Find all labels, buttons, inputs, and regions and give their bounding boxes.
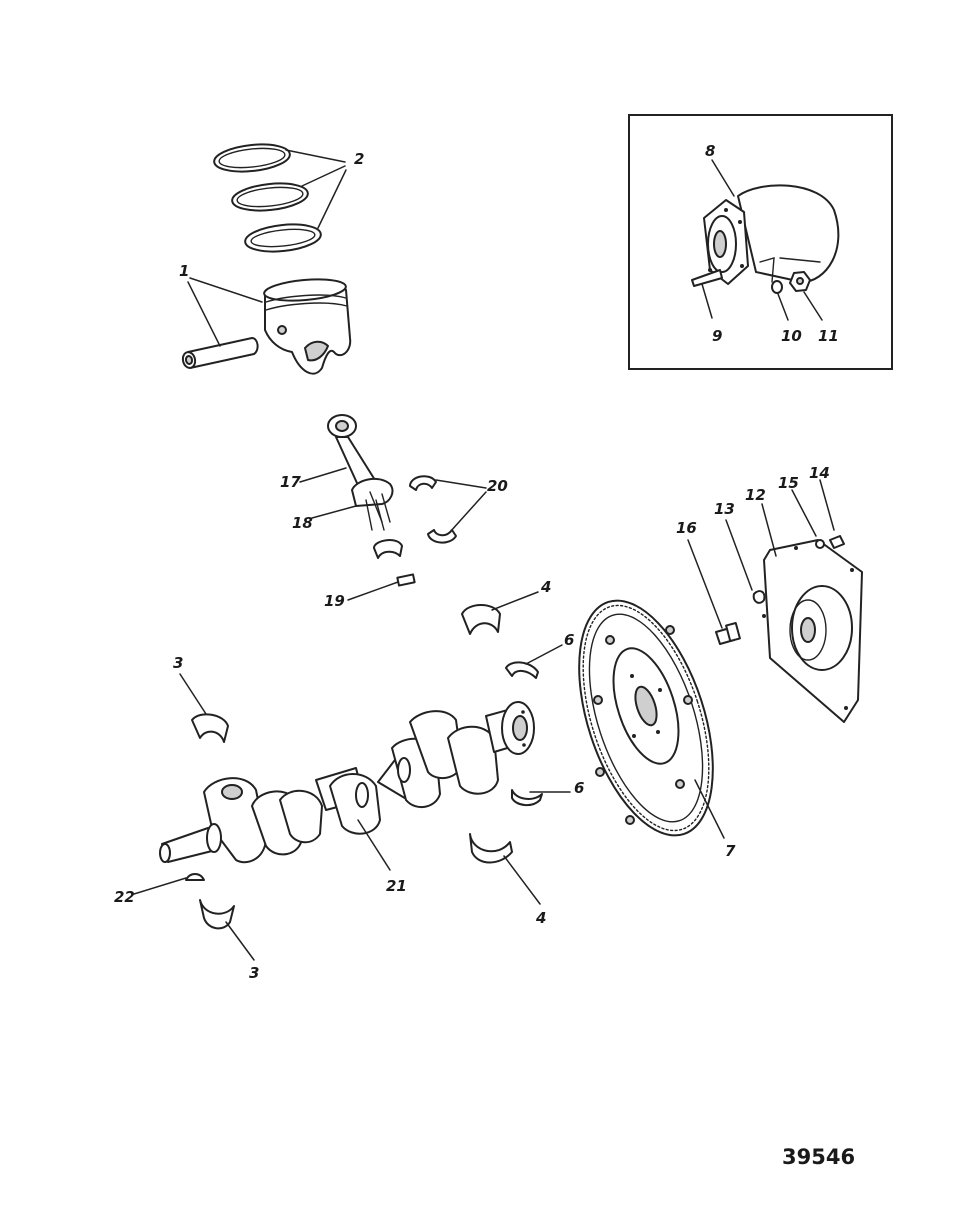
piston-assembly	[181, 278, 352, 375]
drive-plate-fasteners	[815, 535, 845, 549]
main-bearings	[191, 604, 543, 930]
piston-ring-bottom	[244, 223, 322, 253]
flywheel-bolt	[715, 621, 741, 645]
callout-20: 20	[487, 477, 508, 495]
piston-ring-middle	[231, 182, 309, 212]
callout-3-top: 3	[173, 654, 183, 672]
piston-ring-top	[213, 143, 291, 173]
main-bearing-upper-left	[191, 713, 229, 743]
drive-plate-spacer	[752, 590, 766, 604]
callout-2: 2	[354, 150, 364, 168]
callout-1: 1	[179, 262, 189, 280]
callout-12: 12	[745, 486, 766, 504]
drive-plate	[752, 539, 863, 723]
leader-lines	[133, 149, 835, 961]
callout-17: 17	[280, 473, 301, 491]
thrust-bearing-upper	[505, 661, 539, 679]
callout-19: 19	[324, 592, 345, 610]
callout-8: 8	[705, 142, 715, 160]
callout-9: 9	[712, 327, 722, 345]
dowel-pin	[396, 573, 416, 587]
callout-21: 21	[386, 877, 407, 895]
connecting-rod-assembly	[327, 414, 394, 531]
coupler-stud	[691, 269, 723, 287]
callout-labels: 2 1 8 9 10 11 17 18 20 19 4 6 3 6 7 16 1…	[114, 142, 839, 982]
main-bearing-lower-left	[199, 899, 235, 930]
callout-6-bottom: 6	[574, 779, 584, 797]
wrist-pin	[187, 337, 259, 369]
callout-15: 15	[778, 474, 799, 492]
crankshaft-key	[185, 873, 205, 881]
callout-22: 22	[114, 888, 135, 906]
figure-number: 39546	[782, 1145, 855, 1169]
thrust-bearing-lower	[511, 789, 543, 806]
coupler	[737, 184, 840, 283]
crankshaft	[159, 701, 535, 864]
callout-18: 18	[292, 514, 313, 532]
callout-6-top: 6	[564, 631, 574, 649]
callout-14: 14	[809, 464, 830, 482]
detail-inset-frame	[628, 114, 893, 370]
callout-16: 16	[676, 519, 697, 537]
piston-rings	[213, 143, 322, 253]
callout-4-top: 4	[540, 578, 551, 596]
callout-10: 10	[781, 327, 802, 345]
callout-11: 11	[818, 327, 839, 345]
callout-4-bottom: 4	[535, 909, 546, 927]
rod-bolt	[365, 499, 373, 531]
coupler-assembly	[691, 184, 840, 294]
main-bearing-upper-center	[461, 604, 501, 635]
coupler-washer	[771, 280, 783, 294]
rod-bearing-lower	[427, 529, 457, 544]
rod-bearing-mid	[373, 539, 403, 559]
flywheel	[578, 599, 714, 837]
main-bearing-lower-center	[469, 833, 513, 864]
callout-7: 7	[725, 842, 736, 860]
callout-3-bottom: 3	[249, 964, 259, 982]
callout-13: 13	[714, 500, 735, 518]
rod-bearing-upper	[409, 475, 437, 491]
